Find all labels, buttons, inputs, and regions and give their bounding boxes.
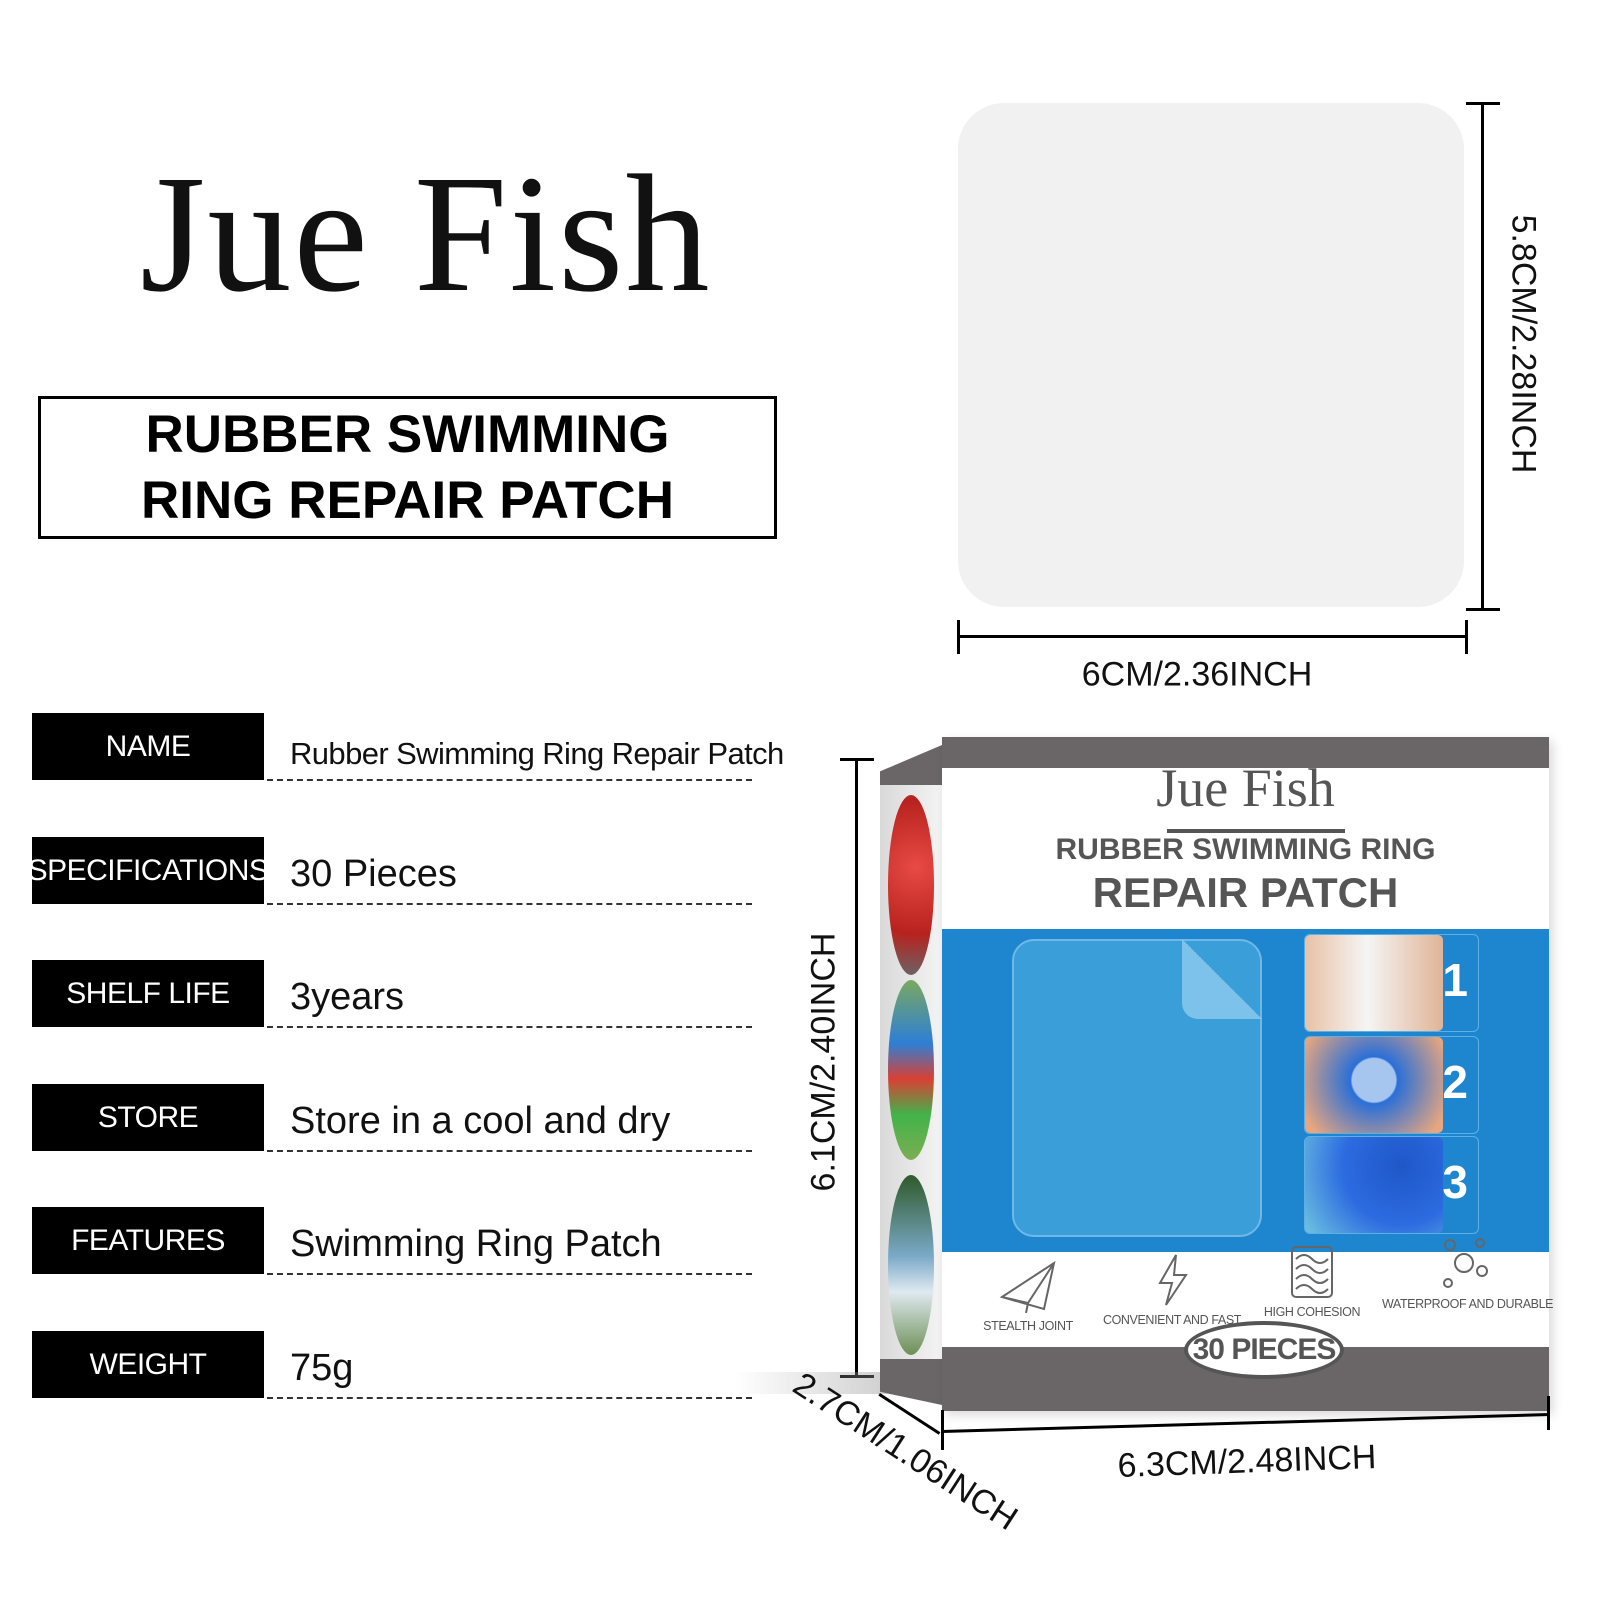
box-width-dimension-line [942, 1413, 1550, 1433]
paper-plane-icon [999, 1260, 1056, 1313]
divider [267, 779, 752, 781]
lightning-icon [1158, 1254, 1188, 1306]
feature-label: WATERPROOF AND DURABLE [1382, 1297, 1554, 1311]
dimension-tick [1466, 608, 1500, 611]
feature-label: CONVENIENT AND FAST [1102, 1313, 1242, 1327]
divider [267, 903, 752, 905]
spec-row-weight: WEIGHT 75g [32, 1331, 752, 1399]
spec-label: NAME [32, 713, 264, 780]
height-dimension-line [1481, 103, 1484, 610]
spec-row-features: FEATURES Swimming Ring Patch [32, 1207, 752, 1275]
box-height-label: 6.1CM/2.40INCH [804, 932, 843, 1192]
inflatable-boat-photo [888, 795, 934, 975]
apply-step-photo [1305, 1037, 1443, 1133]
peel-step-photo [1305, 935, 1443, 1031]
patch-image [958, 103, 1464, 607]
repaired-ring-photo [1305, 1137, 1443, 1233]
package-box-front: Jue Fish RUBBER SWIMMING RING REPAIR PAT… [942, 737, 1553, 1411]
box-side-face [880, 745, 942, 1405]
spec-value: 30 Pieces [290, 853, 457, 895]
spec-row-shelf-life: SHELF LIFE 3years [32, 960, 752, 1028]
shadow [735, 1372, 905, 1394]
step-number: 1 [1442, 954, 1468, 1006]
spec-label: STORE [32, 1084, 264, 1151]
patch-height-label: 5.8CM/2.28INCH [1504, 214, 1543, 474]
divider [267, 1026, 752, 1028]
spec-label: SHELF LIFE [32, 960, 264, 1027]
box-top-band [942, 737, 1549, 768]
title-line-1: RUBBER SWIMMING [145, 404, 670, 464]
spec-value: Swimming Ring Patch [290, 1223, 662, 1265]
brand-underline [1167, 829, 1345, 833]
divider [267, 1397, 752, 1399]
spec-label: SPECIFICATIONS [28, 837, 269, 904]
spec-row-specifications: SPECIFICATIONS 30 Pieces [28, 837, 752, 905]
spec-label: FEATURES [32, 1207, 264, 1274]
package-blue-panel: 1 2 3 [942, 929, 1549, 1252]
patch-width-label: 6CM/2.36INCH [1081, 655, 1313, 694]
package-title-line-1: RUBBER SWIMMING RING [1055, 833, 1436, 866]
feature-convenient: CONVENIENT AND FAST [1102, 1253, 1242, 1329]
dimension-tick [1465, 620, 1468, 654]
inflatable-pool-photo [888, 1175, 934, 1355]
package-title-line-2: REPAIR PATCH [1092, 869, 1399, 916]
step-1: 1 [1304, 934, 1479, 1032]
piece-count-badge: 30 PIECES [1184, 1321, 1344, 1379]
spec-label: WEIGHT [32, 1331, 264, 1398]
spec-value: 3years [290, 976, 405, 1018]
waves-icon [1291, 1246, 1333, 1298]
spec-value: Store in a cool and dry [290, 1100, 671, 1142]
feature-stealth-joint: STEALTH JOINT [958, 1259, 1098, 1335]
peel-corner [1182, 939, 1262, 1019]
dimension-tick [1466, 102, 1500, 105]
box-height-dimension-line [855, 759, 858, 1377]
step-3: 3 [1304, 1136, 1479, 1234]
bubbles-icon [1443, 1238, 1488, 1288]
dimension-tick [941, 1410, 944, 1450]
feature-label: STEALTH JOINT [983, 1319, 1073, 1333]
feature-label: HIGH COHESION [1263, 1305, 1361, 1319]
dimension-tick [840, 758, 874, 761]
spec-value: Rubber Swimming Ring Repair Patch [290, 736, 784, 771]
divider [267, 1150, 752, 1152]
width-dimension-line [958, 635, 1467, 638]
spec-value: 75g [290, 1347, 354, 1389]
title-line-2: RING REPAIR PATCH [141, 470, 674, 530]
package-brand: Jue Fish [1156, 758, 1335, 818]
dimension-tick [957, 620, 960, 654]
brand-logo: Jue Fish [140, 141, 712, 327]
spec-row-store: STORE Store in a cool and dry [32, 1084, 752, 1152]
step-number: 2 [1442, 1056, 1468, 1108]
side-top-band [880, 745, 942, 785]
patch-illustration [1012, 939, 1262, 1237]
bounce-house-photo [888, 980, 934, 1160]
divider [267, 1273, 752, 1275]
feature-waterproof: WATERPROOF AND DURABLE [1382, 1237, 1553, 1313]
step-number: 3 [1442, 1156, 1468, 1208]
product-title-box: RUBBER SWIMMING RING REPAIR PATCH [38, 396, 777, 539]
box-width-label: 6.3CM/2.48INCH [1116, 1437, 1378, 1486]
dimension-tick [1547, 1396, 1550, 1430]
feature-high-cohesion: HIGH COHESION [1250, 1245, 1374, 1321]
step-2: 2 [1304, 1036, 1479, 1134]
spec-row-name: NAME Rubber Swimming Ring Repair Patch [32, 713, 784, 781]
